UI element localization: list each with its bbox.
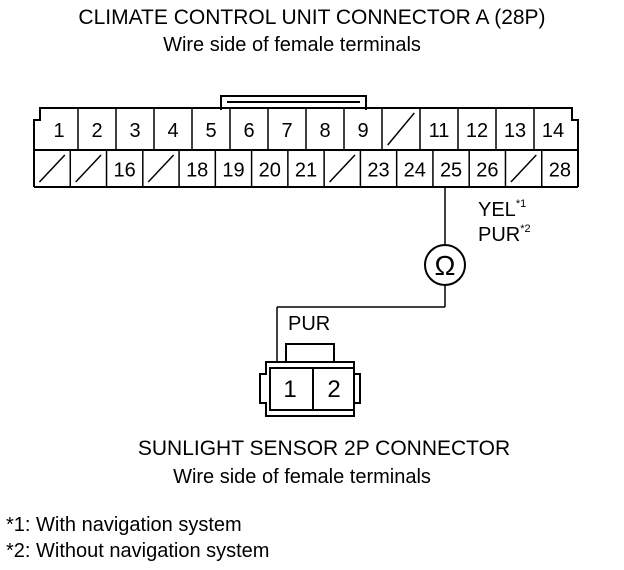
ohm-symbol: Ω	[435, 250, 456, 281]
bottom-row-terminal-21: 21	[295, 160, 317, 182]
connector-b-pin-2: 2	[327, 376, 340, 403]
wire-color-yel: YEL*1	[478, 198, 526, 221]
top-row-terminal-13: 13	[504, 120, 526, 142]
connector-b-title: SUNLIGHT SENSOR 2P CONNECTOR	[138, 437, 510, 460]
connector-b-pin-1: 1	[283, 376, 296, 403]
bottom-row-unused-cavity	[510, 154, 537, 183]
top-row-unused-cavity	[387, 112, 415, 146]
bottom-row-terminal-20: 20	[259, 160, 281, 182]
bottom-row-unused-cavity	[147, 154, 175, 183]
top-row-terminal-9: 9	[357, 120, 368, 142]
bottom-row-terminal-19: 19	[222, 160, 244, 182]
bottom-row-unused-cavity	[75, 154, 102, 183]
top-row-terminal-11: 11	[429, 120, 450, 142]
connector-b-body	[259, 343, 361, 417]
test-lead-wire	[276, 187, 446, 362]
connector-a-subtitle: Wire side of female terminals	[163, 34, 421, 56]
bottom-row-terminal-28: 28	[549, 160, 571, 182]
bottom-row-terminal-23: 23	[367, 160, 389, 182]
connector-a-title: CLIMATE CONTROL UNIT CONNECTOR A (28P)	[78, 6, 545, 29]
bottom-row-unused-cavity	[329, 154, 356, 183]
bottom-row-terminal-26: 26	[476, 160, 498, 182]
top-row-terminal-12: 12	[466, 120, 488, 142]
top-row-terminal-5: 5	[205, 120, 216, 142]
top-row-terminal-2: 2	[91, 120, 102, 142]
top-row-terminal-6: 6	[243, 120, 254, 142]
top-row-terminal-4: 4	[167, 120, 178, 142]
connector-b-subtitle: Wire side of female terminals	[173, 466, 431, 488]
top-row-terminal-1: 1	[53, 120, 64, 142]
top-row-terminal-7: 7	[281, 120, 292, 142]
top-row-terminal-14: 14	[542, 120, 564, 142]
ohmmeter-icon: Ω	[424, 244, 466, 286]
sensor-wire-label: PUR	[288, 313, 330, 335]
bottom-row-terminal-16: 16	[114, 160, 136, 182]
footnote-2: *2: Without navigation system	[6, 540, 269, 562]
bottom-row-terminal-25: 25	[440, 160, 462, 182]
connector-a-bottom-row: 16 18 19 20 21 23 24 25 26 28	[38, 150, 571, 187]
bottom-row-unused-cavity	[38, 154, 66, 183]
top-row-terminal-3: 3	[129, 120, 140, 142]
footnote-1: *1: With navigation system	[6, 514, 242, 536]
wire-color-pur: PUR*2	[478, 223, 531, 246]
top-row-terminal-8: 8	[319, 120, 330, 142]
bottom-row-terminal-24: 24	[404, 160, 426, 182]
bottom-row-terminal-18: 18	[186, 160, 208, 182]
